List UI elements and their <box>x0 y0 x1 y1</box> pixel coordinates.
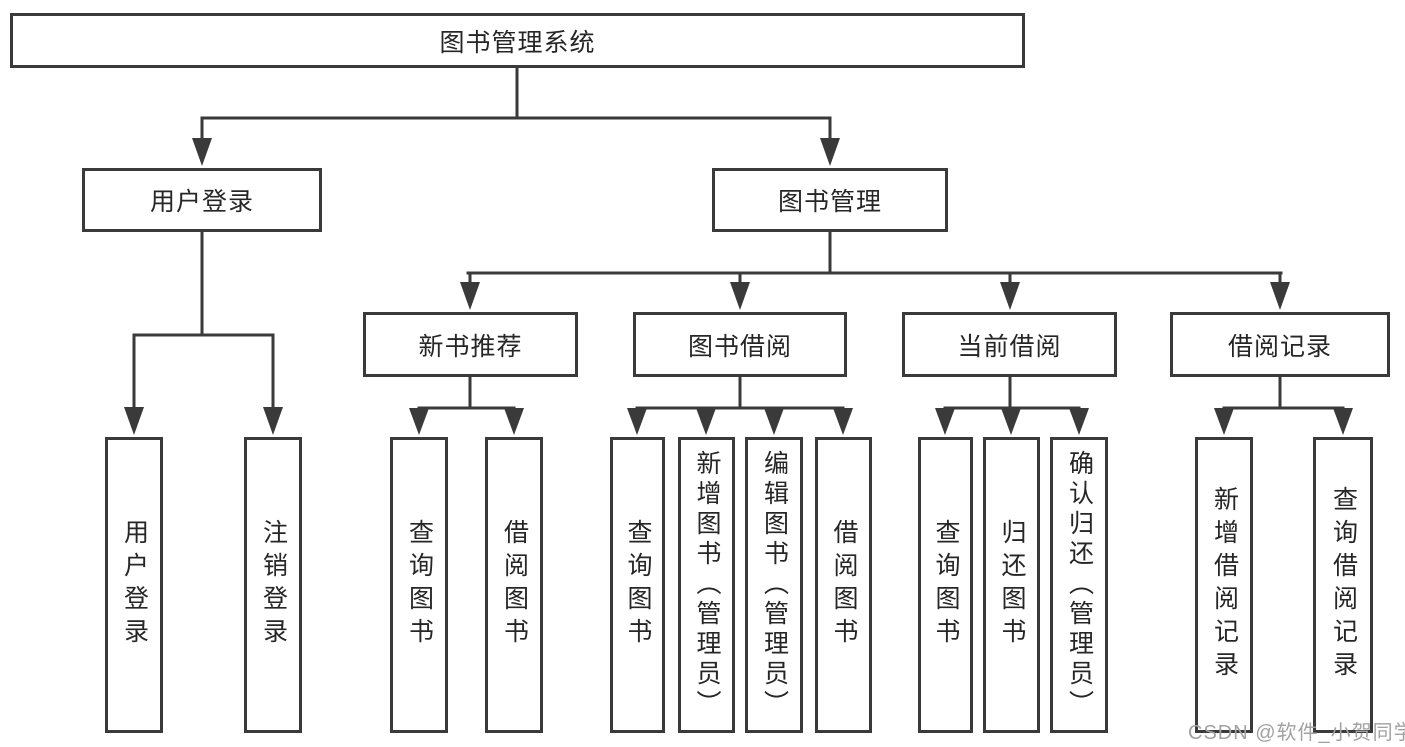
node-label: 新书推荐 <box>418 332 523 361</box>
node-label: 查询图书 <box>624 519 652 651</box>
node-br-query-record: 查询借阅记录 <box>1313 437 1373 733</box>
node-cb-query-book: 查询图书 <box>918 437 973 733</box>
arrowhead <box>1270 282 1290 310</box>
node-label: 确认归还（管理员） <box>1065 450 1094 720</box>
arrowhead <box>935 408 955 435</box>
connector-new-book-recommend <box>417 375 516 412</box>
node-label: 新增图书（管理员） <box>693 450 721 720</box>
node-label: 借阅图书 <box>830 519 858 651</box>
node-label: 当前借阅 <box>957 332 1062 361</box>
node-cb-confirm-return: 确认归还（管理员） <box>1050 437 1108 733</box>
watermark: CSDN @软件_小贺同学 <box>1188 722 1405 744</box>
arrowhead <box>1214 408 1234 435</box>
node-label: 查询图书 <box>405 519 434 651</box>
node-nbr-query-book: 查询图书 <box>390 437 448 733</box>
node-bb-add-book: 新增图书（管理员） <box>678 437 735 733</box>
node-user-login-leaf: 用户登录 <box>105 437 163 733</box>
arrowhead <box>263 407 283 435</box>
arrowhead <box>1069 408 1089 435</box>
node-label: 查询图书 <box>932 519 960 651</box>
node-bb-borrow-book: 借阅图书 <box>815 437 872 733</box>
node-bb-query-book: 查询图书 <box>610 437 665 733</box>
node-label: 注销登录 <box>259 519 288 651</box>
node-label: 查询借阅记录 <box>1329 486 1358 684</box>
node-nbr-borrow-book: 借阅图书 <box>485 437 543 733</box>
node-label: 图书管理系统 <box>439 28 596 57</box>
node-logout: 注销登录 <box>244 437 302 733</box>
node-borrow-records: 借阅记录 <box>1170 312 1390 377</box>
arrowhead <box>1333 408 1353 435</box>
connector-book-borrow <box>635 375 845 412</box>
connector-current-borrow <box>943 375 1081 412</box>
node-user-login: 用户登录 <box>82 168 322 232</box>
node-label: 图书借阅 <box>687 332 792 361</box>
arrowhead <box>1000 282 1020 310</box>
arrowhead <box>1001 408 1021 435</box>
connector-borrow-records <box>1222 375 1345 412</box>
arrowhead <box>192 138 212 166</box>
arrowhead <box>696 408 716 435</box>
arrowhead <box>730 282 750 310</box>
arrowhead <box>124 407 144 435</box>
node-label: 借阅记录 <box>1227 332 1332 361</box>
arrowhead <box>833 408 853 435</box>
node-label: 归还图书 <box>998 519 1026 651</box>
connector-book-management <box>466 230 1283 285</box>
connector-root <box>200 66 832 140</box>
node-label: 新增借阅记录 <box>1210 486 1239 684</box>
arrowhead <box>504 408 524 435</box>
node-br-add-record: 新增借阅记录 <box>1195 437 1253 733</box>
node-new-book-recommend: 新书推荐 <box>363 312 578 377</box>
node-book-borrow: 图书借阅 <box>633 312 847 377</box>
node-label: 用户登录 <box>149 188 254 216</box>
arrowhead <box>764 408 784 435</box>
node-cb-return-book: 归还图书 <box>983 437 1040 733</box>
node-label: 借阅图书 <box>500 519 529 651</box>
node-label: 用户登录 <box>120 519 149 651</box>
arrowhead <box>627 408 647 435</box>
node-bb-edit-book: 编辑图书（管理员） <box>745 437 803 733</box>
arrowhead <box>820 138 840 166</box>
node-current-borrow: 当前借阅 <box>902 312 1117 377</box>
node-label: 编辑图书（管理员） <box>760 450 789 720</box>
arrowhead <box>460 282 480 310</box>
arrowhead <box>409 408 429 435</box>
node-label: 图书管理 <box>777 188 882 216</box>
connector-user-login <box>132 230 275 409</box>
node-book-management-system: 图书管理系统 <box>10 13 1025 68</box>
node-book-management: 图书管理 <box>712 168 948 232</box>
